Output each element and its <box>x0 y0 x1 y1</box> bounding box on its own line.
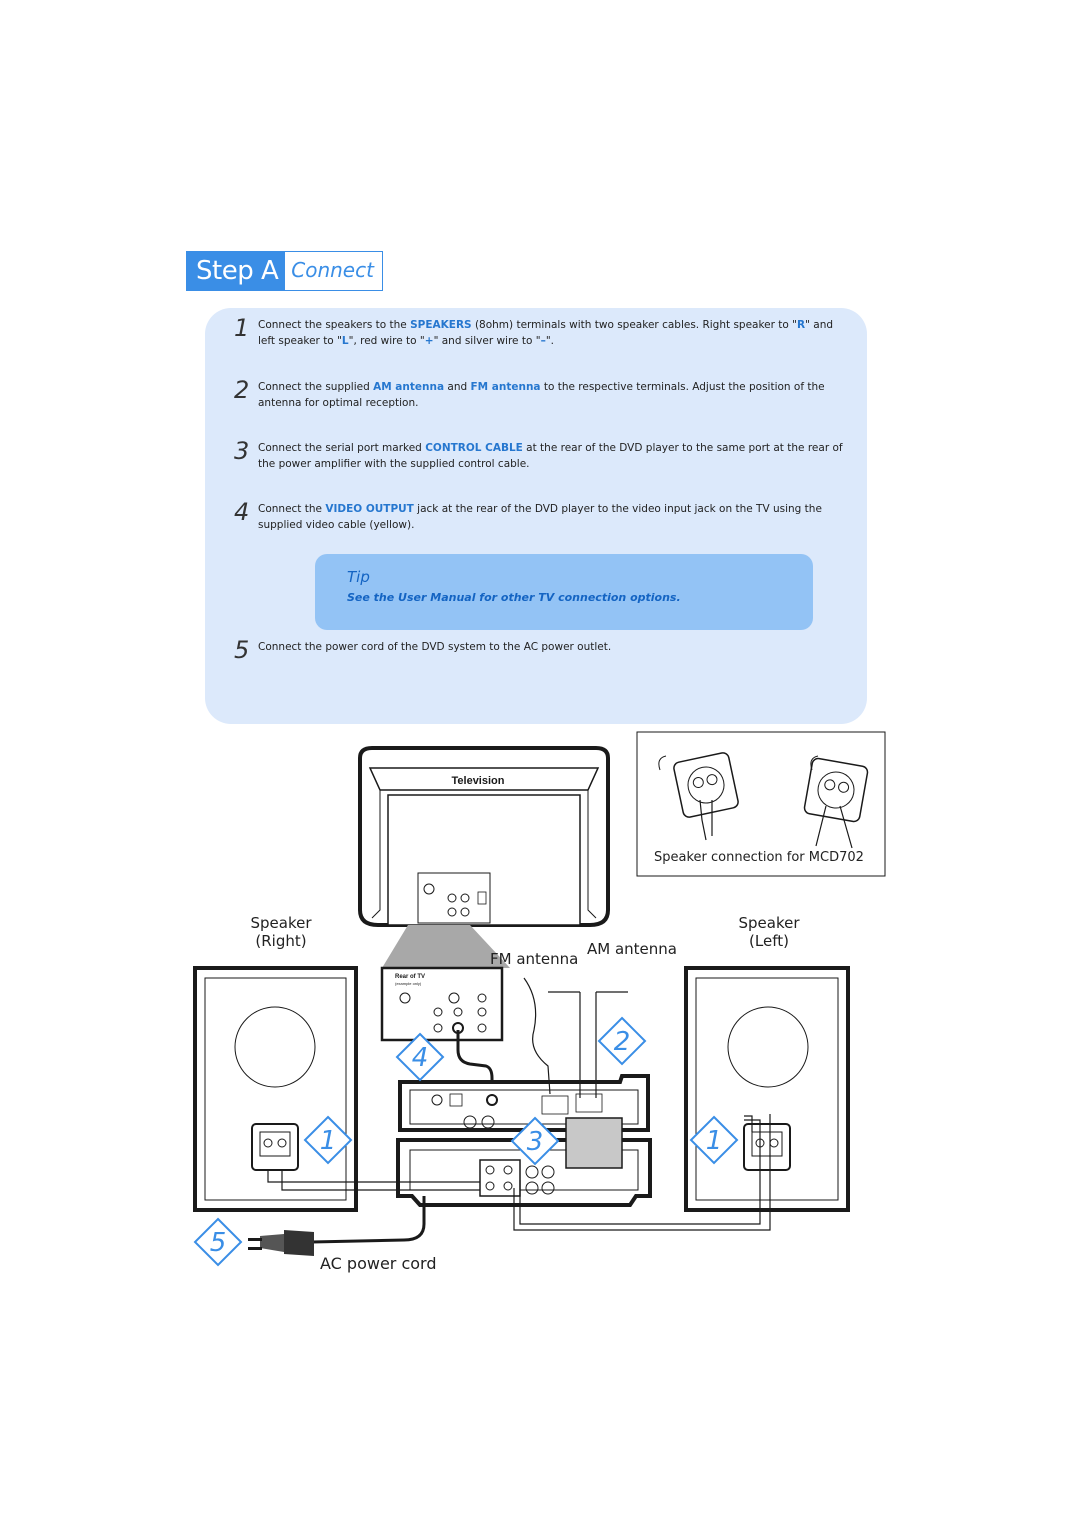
tip-box: Tip See the User Manual for other TV con… <box>315 554 813 630</box>
instructions-panel <box>205 308 867 724</box>
instruction-4: 4 Connect the VIDEO OUTPUT jack at the r… <box>234 500 846 533</box>
speaker-connection-label: Speaker connection for MCD702 <box>654 850 864 865</box>
antennas <box>523 977 628 1098</box>
fm-antenna-label: FM antenna <box>490 950 579 968</box>
speaker-left-label: Speaker (Left) <box>724 914 814 950</box>
television: Television <box>358 746 610 927</box>
keyword: AM antenna <box>373 381 445 393</box>
keyword: VIDEO OUTPUT <box>325 503 414 515</box>
speaker-cables <box>267 1114 771 1231</box>
text-segment: (8ohm) terminals with two speaker cables… <box>471 319 798 331</box>
text-segment: " and left speaker to " <box>258 319 834 347</box>
instruction-text: Connect the VIDEO OUTPUT jack at the rea… <box>258 500 846 533</box>
keyword: – <box>540 335 546 347</box>
text-segment: ". <box>545 335 554 347</box>
speaker-right <box>193 966 358 1212</box>
instruction-3: 3 Connect the serial port marked CONTROL… <box>234 439 846 472</box>
power-plug <box>248 1230 314 1256</box>
text-segment: Connect the serial port marked <box>258 442 426 454</box>
step-header: Step A Connect <box>186 251 383 291</box>
speaker-right-line-2: (Right) <box>255 932 307 950</box>
instruction-text: Connect the power cord of the DVD system… <box>258 638 611 655</box>
am-antenna-label: AM antenna <box>587 940 677 958</box>
keyword: CONTROL CABLE <box>425 442 523 454</box>
instruction-text: Connect the serial port marked CONTROL C… <box>258 439 846 472</box>
text-segment: to the respective terminals. Adjust the … <box>258 381 825 409</box>
tip-label: Tip <box>347 568 370 586</box>
instruction-number: 3 <box>234 437 250 465</box>
keyword: R <box>797 319 806 331</box>
instruction-number: 1 <box>234 314 250 342</box>
text-segment: and <box>444 381 471 393</box>
keyword: L <box>341 335 349 347</box>
dvd-player <box>398 1074 650 1132</box>
video-cable <box>456 1030 494 1090</box>
instruction-5: 5 Connect the power cord of the DVD syst… <box>234 638 846 662</box>
badge-number: 2 <box>614 1027 631 1057</box>
badge-number: 3 <box>527 1127 544 1157</box>
power-amplifier <box>396 1138 652 1207</box>
badge-1-right: 1 <box>303 1115 353 1165</box>
text-segment: Connect the speakers to the <box>258 319 411 331</box>
text-segment: at the rear of the DVD player to the sam… <box>258 442 843 470</box>
step-badges: 1 2 3 4 5 1 <box>193 1016 739 1267</box>
badge-number: 4 <box>412 1043 429 1073</box>
rear-of-tv-note: (example only) <box>395 981 422 986</box>
speaker-right-line-1: Speaker <box>250 914 312 932</box>
text-segment: jack at the rear of the DVD player to th… <box>258 503 822 531</box>
tip-text: See the User Manual for other TV connect… <box>347 591 681 604</box>
instruction-number: 5 <box>234 636 250 664</box>
instruction-text: Connect the speakers to the SPEAKERS (8o… <box>258 316 846 349</box>
speaker-left-line-1: Speaker <box>738 914 800 932</box>
badge-5: 5 <box>193 1217 243 1267</box>
instruction-text: Connect the supplied AM antenna and FM a… <box>258 378 846 411</box>
badge-3: 3 <box>510 1116 560 1166</box>
keyword: + <box>424 335 434 347</box>
badge-number: 5 <box>210 1228 227 1258</box>
step-label: Step A <box>186 251 285 291</box>
rear-of-tv-label: Rear of TV <box>395 974 425 980</box>
badge-2: 2 <box>597 1016 647 1066</box>
speaker-left-line-2: (Left) <box>749 932 789 950</box>
badge-number: 1 <box>706 1126 723 1156</box>
text-segment: Connect the <box>258 503 326 515</box>
speaker-right-label: Speaker (Right) <box>236 914 326 950</box>
instruction-1: 1 Connect the speakers to the SPEAKERS (… <box>234 316 846 349</box>
text-segment: Connect the power cord of the DVD system… <box>258 641 612 653</box>
control-cable <box>565 1117 623 1169</box>
text-segment: " and silver wire to " <box>433 335 541 347</box>
text-segment: Connect the supplied <box>258 381 374 393</box>
instruction-number: 4 <box>234 498 250 526</box>
rear-of-tv-inset: Rear of TV (example only) <box>380 966 504 1042</box>
keyword: FM antenna <box>470 381 541 393</box>
keyword: SPEAKERS <box>410 319 472 331</box>
text-segment: ", red wire to " <box>348 335 425 347</box>
television-label: Television <box>452 775 505 787</box>
step-title: Connect <box>284 251 383 291</box>
power-cord <box>311 1196 426 1244</box>
ac-power-cord-label: AC power cord <box>320 1254 437 1273</box>
instruction-number: 2 <box>234 376 250 404</box>
badge-number: 1 <box>320 1126 337 1156</box>
badge-4: 4 <box>395 1032 445 1082</box>
speaker-left <box>684 966 850 1212</box>
instruction-2: 2 Connect the supplied AM antenna and FM… <box>234 378 846 411</box>
badge-1-left: 1 <box>689 1115 739 1165</box>
